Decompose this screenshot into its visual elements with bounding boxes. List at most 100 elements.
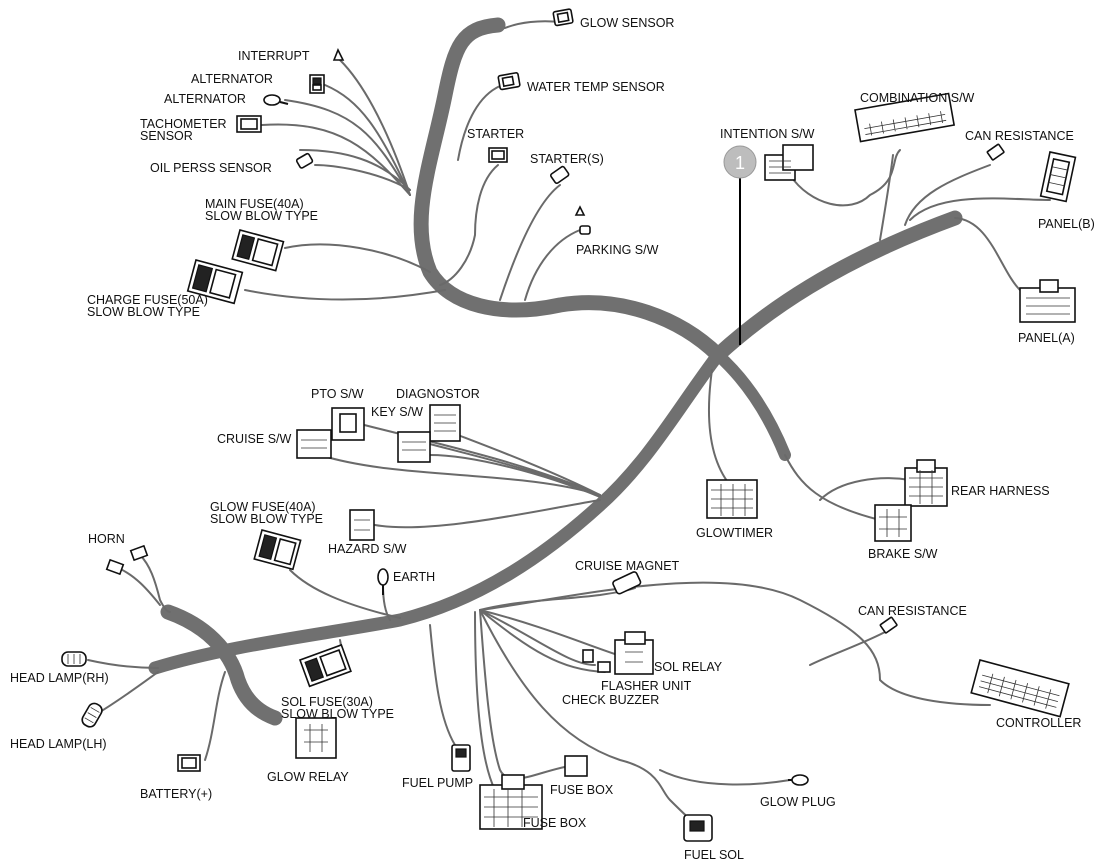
callout-number: 1 bbox=[735, 153, 745, 173]
diagnostor-connector-icon bbox=[429, 404, 461, 442]
label-alternator-ring: ALTERNATOR bbox=[164, 92, 246, 106]
fuse-box-upper-connector-icon bbox=[564, 755, 588, 777]
label-panel-a: PANEL(A) bbox=[1018, 331, 1075, 345]
trunk-right bbox=[710, 210, 963, 363]
wire bbox=[439, 164, 499, 286]
panel-b-connector-icon bbox=[1039, 151, 1077, 203]
label-sol-relay: SOL RELAY bbox=[654, 660, 723, 674]
oil-press-sensor-connector-icon bbox=[295, 152, 314, 169]
sol-relay-connector-icon bbox=[614, 631, 654, 675]
wire bbox=[474, 611, 496, 791]
label-oil-press-sensor: OIL PERSS SENSOR bbox=[150, 161, 272, 175]
harness-trunks bbox=[148, 17, 963, 726]
wire bbox=[904, 164, 991, 226]
wire bbox=[429, 624, 456, 746]
water-temp-sensor-connector-icon bbox=[497, 72, 521, 91]
wire bbox=[284, 99, 411, 196]
label-head-lamp-lh: HEAD LAMP(LH) bbox=[10, 737, 107, 751]
tachometer-sensor-connector-icon bbox=[236, 115, 262, 133]
wire bbox=[954, 217, 1021, 291]
trunk-upper-left bbox=[413, 17, 726, 363]
label-pto-switch: PTO S/W bbox=[311, 387, 364, 401]
earth-terminal-icon bbox=[377, 568, 389, 595]
wire bbox=[504, 20, 561, 29]
wire bbox=[319, 454, 601, 496]
label-starter: STARTER bbox=[467, 127, 524, 141]
label-check-buzzer: CHECK BUZZER bbox=[562, 693, 659, 707]
wire bbox=[879, 154, 894, 241]
check-buzzer-connector-icon bbox=[582, 649, 594, 663]
label-fuse-box-lower: FUSE BOX bbox=[523, 816, 587, 830]
wire bbox=[499, 184, 561, 301]
wire bbox=[479, 609, 701, 829]
glow-relay-connector-icon bbox=[295, 717, 337, 759]
hazard-switch-connector-icon bbox=[349, 509, 375, 541]
label-fuel-pump: FUEL PUMP bbox=[402, 776, 473, 790]
label-glow-plug: GLOW PLUG bbox=[760, 795, 836, 809]
trunk-lower-right bbox=[712, 349, 791, 461]
label-charge-fuse-1: CHARGE FUSE(50A) bbox=[87, 293, 208, 307]
label-glow-fuse-1: GLOW FUSE(40A) bbox=[210, 500, 316, 514]
label-diagnostor: DIAGNOSTOR bbox=[396, 387, 480, 401]
fuel-sol-connector-icon bbox=[683, 814, 713, 842]
label-cruise-magnet: CRUISE MAGNET bbox=[575, 559, 680, 573]
wire bbox=[809, 631, 886, 666]
glowtimer-connector-icon bbox=[706, 479, 758, 519]
component-labels: GLOW SENSOR WATER TEMP SENSOR INTERRUPT … bbox=[10, 16, 1095, 862]
wire bbox=[479, 609, 606, 673]
combination-switch-connector-icon bbox=[854, 92, 956, 143]
label-water-temp-sensor: WATER TEMP SENSOR bbox=[527, 80, 665, 94]
label-fuse-box-upper: FUSE BOX bbox=[550, 783, 614, 797]
wire bbox=[244, 289, 446, 301]
label-parking-switch: PARKING S/W bbox=[576, 243, 659, 257]
wire bbox=[344, 419, 601, 496]
wire bbox=[909, 197, 1051, 221]
wire bbox=[789, 149, 901, 207]
glow-fuse-connector-icon bbox=[253, 529, 302, 571]
label-horn: HORN bbox=[88, 532, 125, 546]
label-can-resistance-top: CAN RESISTANCE bbox=[965, 129, 1074, 143]
wire bbox=[524, 229, 581, 301]
wire bbox=[457, 85, 501, 161]
label-controller: CONTROLLER bbox=[996, 716, 1081, 730]
label-main-fuse-1: MAIN FUSE(40A) bbox=[205, 197, 304, 211]
label-charge-fuse-2: SLOW BLOW TYPE bbox=[87, 305, 200, 319]
label-rear-harness: REAR HARNESS bbox=[951, 484, 1050, 498]
wire bbox=[261, 123, 411, 196]
battery-terminal-icon bbox=[177, 754, 201, 772]
wire bbox=[708, 369, 731, 486]
wire bbox=[139, 554, 171, 613]
label-key-switch: KEY S/W bbox=[371, 405, 423, 419]
cruise-switch-connector-icon bbox=[296, 429, 332, 459]
label-glow-sensor: GLOW SENSOR bbox=[580, 16, 674, 30]
wire bbox=[479, 581, 991, 706]
wire bbox=[374, 499, 601, 529]
label-cruise-switch: CRUISE S/W bbox=[217, 432, 292, 446]
label-can-resistance-bottom: CAN RESISTANCE bbox=[858, 604, 967, 618]
wire bbox=[87, 659, 159, 669]
label-sol-fuse-2: SLOW BLOW TYPE bbox=[281, 707, 394, 721]
trunk-center bbox=[148, 348, 725, 675]
wire bbox=[479, 609, 596, 666]
wire bbox=[289, 569, 401, 619]
wire bbox=[659, 769, 791, 786]
glow-plug-terminal-icon bbox=[788, 774, 809, 786]
wire bbox=[117, 567, 161, 606]
controller-connector-icon bbox=[970, 659, 1070, 718]
sol-fuse-connector-icon bbox=[298, 643, 352, 688]
charge-fuse-connector-icon bbox=[186, 259, 244, 305]
cruise-magnet-connector-icon bbox=[612, 571, 642, 595]
label-intention-switch: INTENTION S/W bbox=[720, 127, 815, 141]
panel-a-connector-icon bbox=[1019, 279, 1076, 323]
label-hazard-switch: HAZARD S/W bbox=[328, 542, 407, 556]
label-panel-b: PANEL(B) bbox=[1038, 217, 1095, 231]
label-battery: BATTERY(+) bbox=[140, 787, 212, 801]
label-tachometer-sensor-1: TACHOMETER bbox=[140, 117, 227, 131]
label-glow-fuse-2: SLOW BLOW TYPE bbox=[210, 512, 323, 526]
wire bbox=[284, 243, 431, 273]
head-lamp-lh-connector-icon bbox=[81, 702, 103, 728]
wire bbox=[299, 149, 411, 191]
interrupt-connector-icon bbox=[332, 48, 345, 61]
label-combination-switch: COMBINATION S/W bbox=[860, 91, 975, 105]
